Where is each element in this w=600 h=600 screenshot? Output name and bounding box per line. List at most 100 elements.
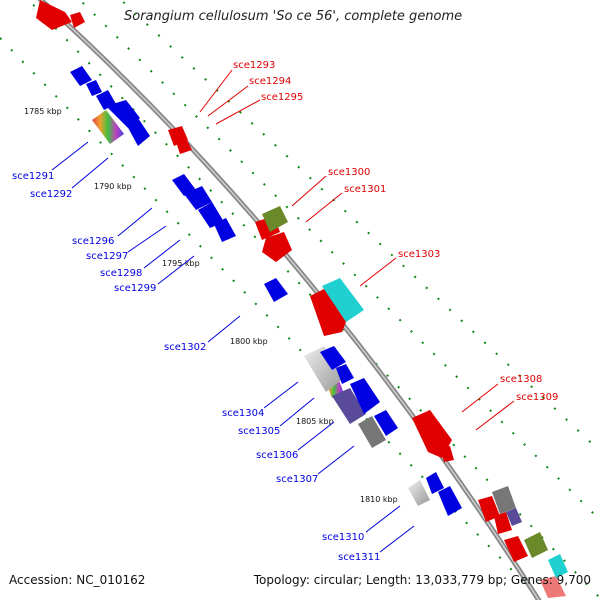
leader-line xyxy=(379,525,415,553)
gene-label[interactable]: sce1309 xyxy=(516,392,558,403)
gene-feature[interactable] xyxy=(70,12,85,28)
genome-backbone xyxy=(37,0,542,600)
map-title: Sorangium cellulosum 'So ce 56', complet… xyxy=(124,9,463,24)
accession-label: Accession: NC_010162 xyxy=(9,573,146,587)
gene-label[interactable]: sce1301 xyxy=(344,184,386,195)
leader-line xyxy=(317,445,355,475)
gene-label[interactable]: sce1304 xyxy=(222,408,264,419)
leader-line xyxy=(263,381,299,409)
gene-feature[interactable] xyxy=(264,278,288,302)
misc-feature[interactable] xyxy=(506,508,522,526)
gene-feature[interactable] xyxy=(214,218,236,242)
gene-feature[interactable] xyxy=(176,138,192,154)
repeat-region xyxy=(92,110,124,144)
leader-line xyxy=(461,383,499,413)
gene-feature[interactable] xyxy=(310,288,350,336)
gene-label[interactable]: sce1310 xyxy=(322,532,364,543)
gene-feature[interactable] xyxy=(262,232,292,262)
pseudogene-feature[interactable] xyxy=(408,480,430,506)
leader-line xyxy=(291,175,327,207)
gene-label[interactable]: sce1298 xyxy=(100,268,142,279)
tick-track-inner-2 xyxy=(0,37,543,600)
gene-feature[interactable] xyxy=(172,174,196,196)
leader-line xyxy=(279,397,315,427)
reverse-gene-labels: sce1291 sce1292 sce1296 sce1297 sce1298 … xyxy=(12,141,415,563)
leader-line xyxy=(365,505,401,533)
leader-line xyxy=(51,141,89,171)
gene-feature[interactable] xyxy=(350,378,380,414)
leader-line xyxy=(215,99,261,125)
gene-label[interactable]: sce1293 xyxy=(233,60,275,71)
rna-feature[interactable] xyxy=(548,554,568,578)
rna-feature[interactable] xyxy=(322,278,364,322)
forward-gene-labels: sce1293 sce1294 sce1295 sce1300 sce1301 … xyxy=(199,60,558,431)
gene-label[interactable]: sce1306 xyxy=(256,450,298,461)
rna-feature[interactable] xyxy=(262,206,288,232)
pseudogene-feature[interactable] xyxy=(304,346,344,392)
misc-feature[interactable] xyxy=(492,486,516,514)
kbp-label: 1790 kbp xyxy=(94,182,132,191)
gene-label[interactable]: sce1291 xyxy=(12,171,54,182)
kbp-label: 1795 kbp xyxy=(162,259,200,268)
gene-label[interactable]: sce1307 xyxy=(276,474,318,485)
reverse-strand-genes xyxy=(70,66,462,516)
leader-line xyxy=(475,400,515,431)
gene-label[interactable]: sce1292 xyxy=(30,189,72,200)
misc-feature[interactable] xyxy=(358,416,386,448)
gene-label[interactable]: sce1296 xyxy=(72,236,114,247)
kbp-label: 1810 kbp xyxy=(360,495,398,504)
gene-label[interactable]: sce1311 xyxy=(338,552,380,563)
leader-line xyxy=(127,225,167,253)
gene-feature[interactable] xyxy=(374,410,398,436)
gene-feature[interactable] xyxy=(336,364,354,384)
gene-feature[interactable] xyxy=(86,80,102,96)
gene-feature[interactable] xyxy=(504,536,528,562)
gene-feature[interactable] xyxy=(320,346,346,370)
kbp-label: 1805 kbp xyxy=(296,417,334,426)
gene-label[interactable]: sce1308 xyxy=(500,374,542,385)
gene-label[interactable]: sce1300 xyxy=(328,167,370,178)
leader-line xyxy=(297,421,335,451)
genome-backbone-highlight xyxy=(39,0,540,600)
kbp-scale-labels: 1785 kbp 1790 kbp 1795 kbp 1800 kbp 1805… xyxy=(24,107,398,504)
gene-feature[interactable] xyxy=(126,118,150,146)
gene-label[interactable]: sce1305 xyxy=(238,426,280,437)
gene-feature[interactable] xyxy=(478,496,500,522)
genome-summary-label: Topology: circular; Length: 13,033,779 b… xyxy=(253,573,591,587)
rna-feature[interactable] xyxy=(524,532,548,558)
leader-line xyxy=(143,239,181,269)
leader-line xyxy=(71,157,109,189)
gene-label[interactable]: sce1302 xyxy=(164,342,206,353)
gene-feature[interactable] xyxy=(438,486,462,516)
leader-line xyxy=(117,207,153,237)
gene-feature[interactable] xyxy=(426,472,444,494)
gene-feature[interactable] xyxy=(36,0,72,30)
gene-feature[interactable] xyxy=(440,446,454,462)
misc-feature[interactable] xyxy=(332,388,366,424)
gene-feature[interactable] xyxy=(412,410,452,458)
gene-feature[interactable] xyxy=(494,512,512,534)
kbp-label: 1785 kbp xyxy=(24,107,62,116)
leader-line xyxy=(359,257,397,287)
leader-line xyxy=(207,315,241,343)
gene-feature[interactable] xyxy=(540,576,566,598)
gene-label[interactable]: sce1294 xyxy=(249,76,291,87)
leader-line xyxy=(199,69,233,113)
kbp-label: 1800 kbp xyxy=(230,337,268,346)
gene-label[interactable]: sce1297 xyxy=(86,251,128,262)
leader-line xyxy=(157,255,195,285)
gene-label[interactable]: sce1299 xyxy=(114,283,156,294)
leader-line xyxy=(305,192,343,223)
gene-feature[interactable] xyxy=(70,66,92,86)
gene-feature[interactable] xyxy=(184,186,212,210)
special-features xyxy=(92,110,568,578)
gene-label[interactable]: sce1295 xyxy=(261,92,303,103)
leader-line xyxy=(207,85,249,117)
gene-label[interactable]: sce1303 xyxy=(398,249,440,260)
gene-feature[interactable] xyxy=(106,100,140,128)
gene-feature[interactable] xyxy=(198,202,224,228)
